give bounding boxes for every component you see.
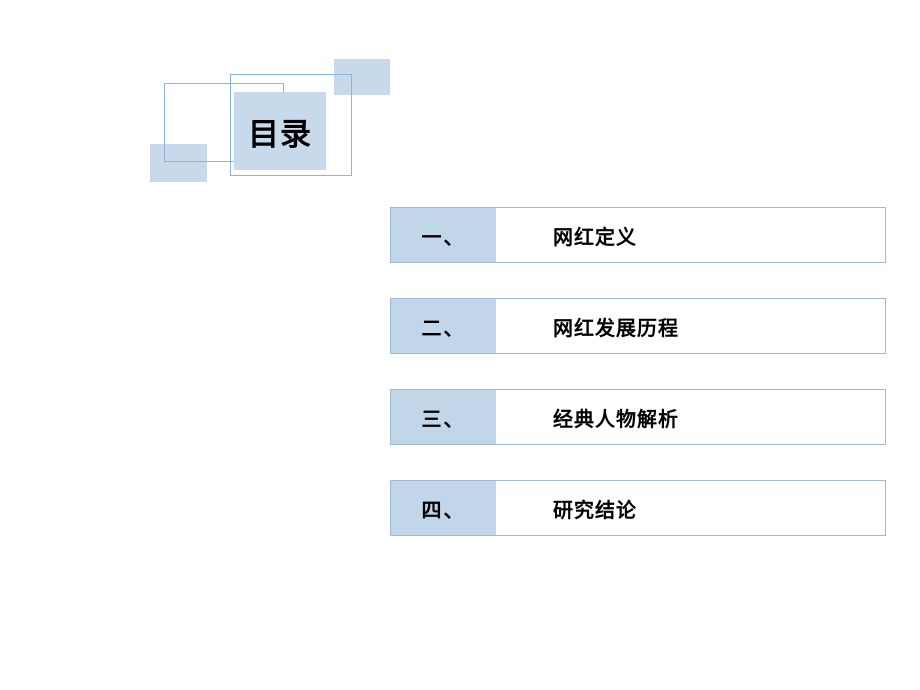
- decorative-square-top-right: [334, 59, 390, 95]
- decorative-square-bottom-left: [150, 144, 207, 182]
- toc-item-3[interactable]: 三、 经典人物解析: [390, 389, 886, 445]
- toc-item-2-label: 网红发展历程: [553, 315, 679, 340]
- toc-item-4-number: 四、: [391, 481, 496, 535]
- toc-item-2[interactable]: 二、 网红发展历程: [390, 298, 886, 354]
- toc-item-3-label: 经典人物解析: [553, 406, 679, 431]
- toc-item-1-number: 一、: [391, 208, 496, 262]
- decorative-outline-right: [230, 74, 352, 176]
- table-of-contents: 一、 网红定义 二、 网红发展历程 三、 经典人物解析 四、 研究结论: [390, 207, 886, 571]
- page-title: 目录: [248, 116, 312, 153]
- toc-item-1-label: 网红定义: [553, 224, 637, 249]
- toc-item-2-number: 二、: [391, 299, 496, 353]
- toc-item-4-label: 研究结论: [553, 497, 637, 522]
- title-badge-background: [234, 92, 326, 170]
- toc-item-4[interactable]: 四、 研究结论: [390, 480, 886, 536]
- toc-item-1[interactable]: 一、 网红定义: [390, 207, 886, 263]
- toc-item-3-number: 三、: [391, 390, 496, 444]
